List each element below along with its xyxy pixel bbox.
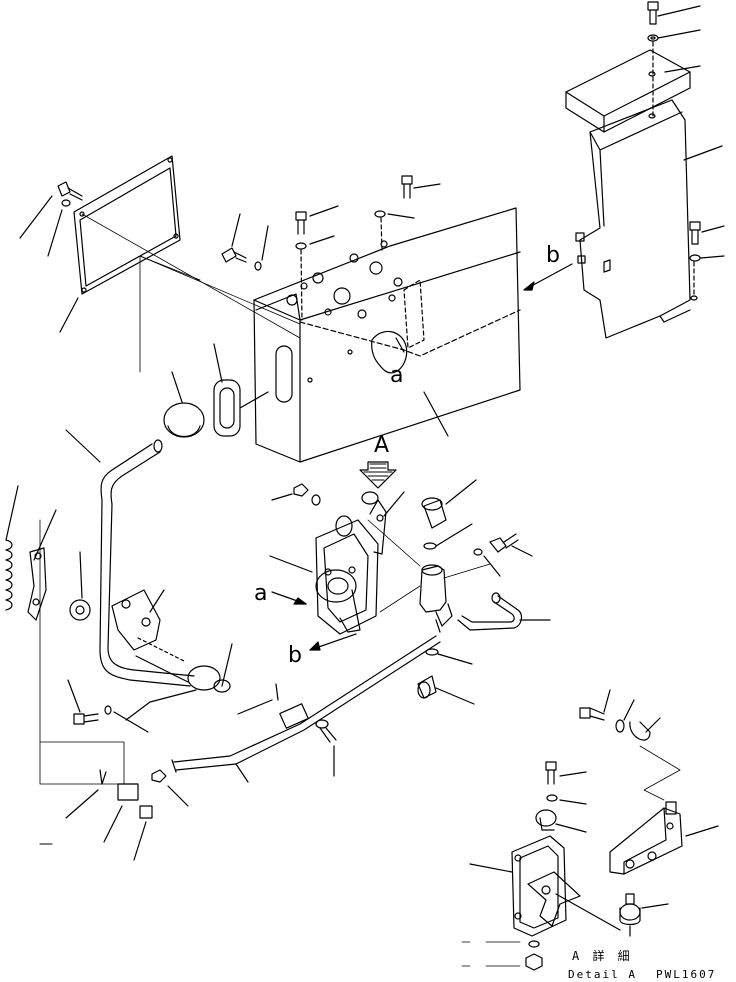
detail-bolt-small xyxy=(545,761,587,805)
bolt-housing-top-2 xyxy=(374,175,441,251)
bolt-housing-top-1 xyxy=(295,205,339,321)
pin-lower xyxy=(133,805,153,861)
detail-nut xyxy=(525,953,543,971)
detail-a-assembly xyxy=(461,689,719,971)
view-arrow-a xyxy=(359,461,397,489)
valve-body xyxy=(367,519,453,633)
drawing-code: PWL1607 xyxy=(656,968,716,981)
grommet-seal xyxy=(213,343,269,437)
callout-a-top: a xyxy=(390,363,403,388)
detail-washer xyxy=(528,940,540,948)
spring xyxy=(5,485,19,611)
detail-bracket-plate xyxy=(609,801,719,875)
elbow-fitting xyxy=(421,479,477,529)
detail-clamp xyxy=(535,809,587,833)
detail-title-en: Detail A xyxy=(568,968,637,981)
nut-upper xyxy=(293,483,321,506)
detail-title-jp: A 詳 細 xyxy=(572,948,633,963)
bolt-upper-left xyxy=(57,181,83,207)
mounting-plate-left xyxy=(19,155,301,339)
callout-a-view: A xyxy=(374,433,389,458)
bolt-top-right xyxy=(647,1,659,42)
callout-b-lower: b xyxy=(288,643,302,668)
valve-housing xyxy=(253,207,521,463)
nut-small xyxy=(151,769,189,807)
callout-b-top: b xyxy=(546,243,560,268)
control-rod xyxy=(171,635,441,783)
bolt-housing-side xyxy=(221,213,269,271)
control-lever xyxy=(65,429,233,721)
bushing xyxy=(69,551,91,621)
o-ring-2 xyxy=(425,648,439,656)
detent-lever xyxy=(27,509,57,621)
bolt-valve-right xyxy=(443,533,533,579)
cover-bracket-assembly xyxy=(565,1,725,339)
straight-fitting xyxy=(417,675,475,705)
clip xyxy=(65,769,107,819)
o-ring-1 xyxy=(423,542,437,550)
detail-stand-bracket xyxy=(469,835,621,937)
detail-mount xyxy=(619,893,669,937)
bolt-lower-left xyxy=(67,679,149,733)
clamp-bolt xyxy=(579,689,661,741)
clevis-block xyxy=(103,783,139,843)
lever-knob xyxy=(163,371,205,438)
valve-bracket-assembly xyxy=(269,491,405,635)
callout-a-lower: a xyxy=(254,581,267,606)
bolt-right-side xyxy=(689,221,701,262)
clevis-pin xyxy=(315,719,337,777)
u-tube xyxy=(457,592,551,631)
top-cover-plate xyxy=(565,49,691,133)
large-cover-panel xyxy=(575,99,698,339)
